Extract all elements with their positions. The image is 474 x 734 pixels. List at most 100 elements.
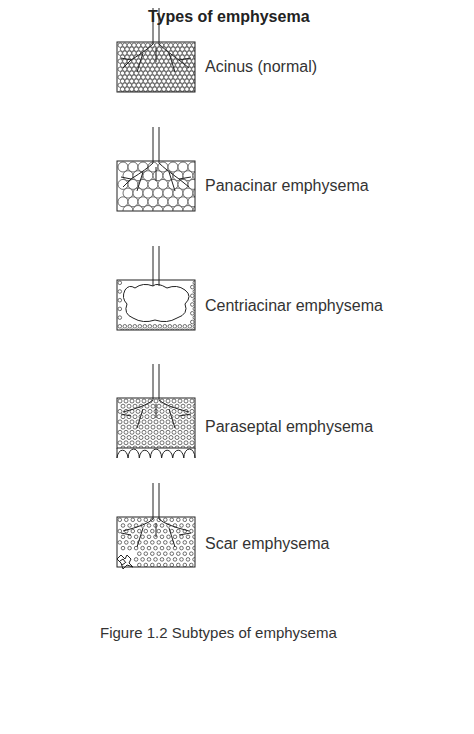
alveolus	[185, 79, 189, 83]
alveolus	[132, 51, 136, 55]
alveolus	[118, 162, 128, 172]
alveolus	[170, 563, 174, 567]
alveolus	[148, 441, 152, 445]
alveolus	[132, 83, 136, 87]
alveolus	[187, 51, 191, 55]
alveolus	[170, 552, 174, 556]
alveolus	[166, 63, 170, 67]
alveolus	[162, 87, 166, 91]
alveolus	[150, 75, 154, 79]
alveolus	[118, 197, 128, 207]
alveolus	[120, 87, 124, 91]
alveolus	[163, 325, 167, 329]
alveolus	[127, 75, 131, 79]
alveolus	[173, 206, 183, 212]
alveoli	[118, 43, 195, 92]
alveolus	[177, 541, 181, 545]
alveolus	[181, 425, 185, 429]
alveolus	[159, 83, 163, 87]
alveolus	[164, 75, 168, 79]
alveolus	[175, 425, 179, 429]
alveolus	[153, 325, 157, 329]
alveolus	[168, 197, 178, 207]
alveolus	[123, 59, 127, 63]
alveolus	[157, 541, 161, 545]
alveolus	[154, 399, 158, 403]
alveolus	[136, 430, 140, 434]
alveolus	[143, 87, 147, 91]
alveolus	[190, 420, 194, 424]
alveolus	[157, 79, 161, 83]
alveolus	[125, 79, 129, 83]
alveolus	[136, 409, 140, 413]
alveolus	[151, 425, 155, 429]
alveolus	[155, 83, 159, 87]
alveolus	[180, 535, 184, 539]
alveolus	[143, 63, 147, 67]
alveolus	[134, 558, 138, 562]
alveolus	[169, 67, 173, 71]
alveolus	[147, 535, 151, 539]
alveolus	[190, 552, 194, 556]
alveolus	[178, 75, 182, 79]
alveolus	[189, 87, 193, 91]
alveolus	[164, 43, 168, 47]
alveolus	[153, 71, 157, 75]
alveolus	[128, 197, 138, 207]
alveolus	[178, 399, 182, 403]
alveolus	[189, 63, 193, 67]
alveolus	[118, 529, 122, 533]
alveolus	[125, 518, 129, 522]
scar	[120, 559, 126, 565]
alveolus	[118, 420, 122, 424]
alveolus	[118, 307, 122, 311]
alveolus	[164, 552, 168, 556]
alveolus	[157, 404, 161, 408]
alveolus	[187, 436, 191, 440]
alveolus	[173, 75, 177, 79]
alveolus	[187, 83, 191, 87]
alveolus	[159, 75, 163, 79]
alveolus	[118, 75, 122, 79]
alveolus	[136, 75, 140, 79]
alveolus	[134, 535, 138, 539]
alveolus	[134, 63, 138, 67]
alveolus	[121, 436, 125, 440]
alveoli	[118, 399, 195, 448]
alveolus	[123, 188, 133, 198]
alveolus	[124, 420, 128, 424]
alveolus	[153, 79, 157, 83]
alveolus	[157, 71, 161, 75]
alveolus	[118, 59, 122, 63]
alveolus	[190, 529, 194, 533]
alveolus	[144, 518, 148, 522]
alveolus	[178, 43, 182, 47]
alveolus	[166, 430, 170, 434]
alveolus	[180, 546, 184, 550]
alveolus	[160, 524, 164, 528]
alveolus	[178, 162, 188, 172]
alveolus	[143, 325, 147, 329]
alveolus	[118, 325, 122, 329]
bronchiole	[121, 167, 191, 191]
alveolus	[130, 71, 134, 75]
alveolus	[153, 206, 163, 212]
alveolus	[154, 546, 158, 550]
alveolus	[150, 59, 154, 63]
alveolus	[182, 67, 186, 71]
alveolus	[127, 67, 131, 71]
alveolus	[136, 83, 140, 87]
alveolus	[143, 55, 147, 59]
alveoli	[118, 162, 195, 211]
alveolus	[168, 162, 178, 172]
alveolus	[145, 425, 149, 429]
alveolus	[123, 325, 127, 329]
alveolus	[190, 399, 194, 403]
alveolus	[143, 171, 153, 181]
alveolus	[148, 63, 152, 67]
alveolus	[141, 59, 145, 63]
alveolus	[151, 404, 155, 408]
alveolus	[138, 563, 142, 567]
alveolus	[128, 546, 132, 550]
